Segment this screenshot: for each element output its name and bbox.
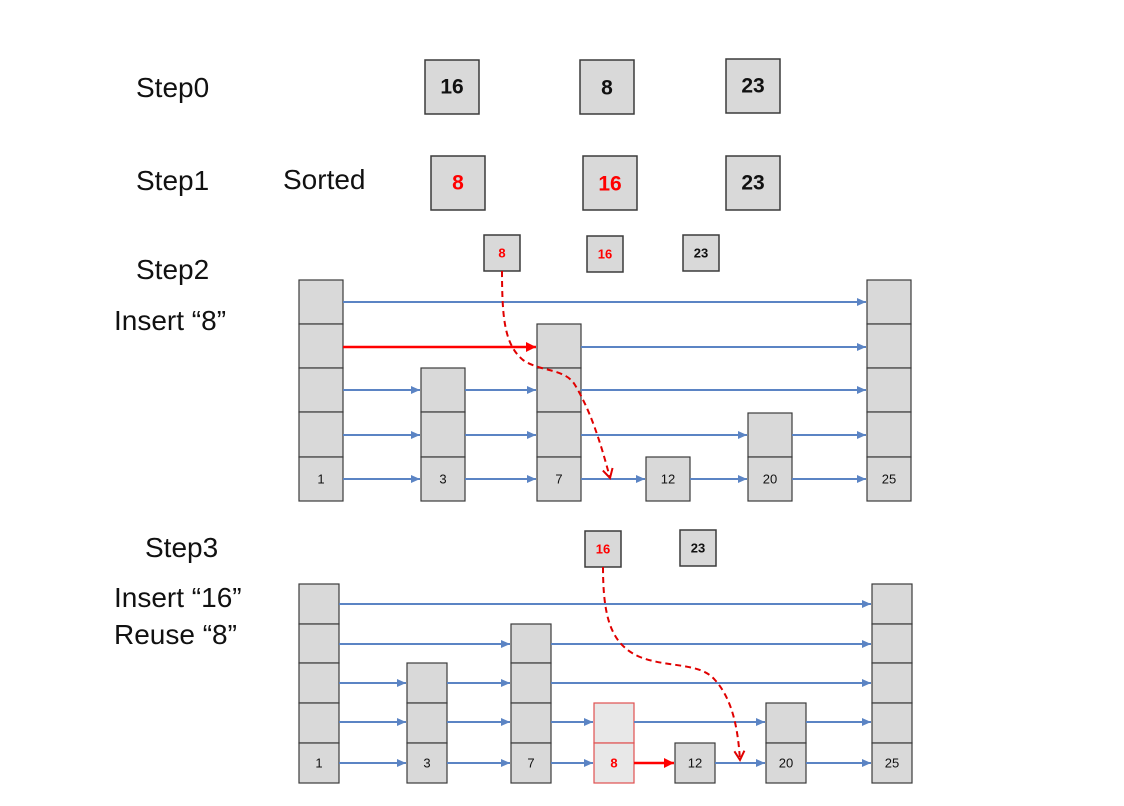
insert-path-arrow: [602, 566, 740, 760]
skiplist-node: [298, 742, 340, 784]
skiplist-cell: [510, 623, 552, 664]
step0-box: [725, 58, 781, 114]
pending-value: 8: [498, 246, 505, 261]
skiplist-cell: [298, 279, 344, 325]
skiplist-node-label: 3: [439, 472, 446, 487]
skiplist-node-label: 25: [885, 756, 899, 771]
skiplist-node-label: 1: [317, 472, 324, 487]
skiplist-cell: [871, 702, 913, 744]
skiplist-node: [536, 456, 582, 502]
pending-box: [584, 530, 622, 568]
skiplist-node-label: 20: [763, 472, 777, 487]
reuse-8-label: Reuse “8”: [114, 619, 237, 650]
step0-label: Step0: [136, 72, 209, 103]
step1-box: [430, 155, 486, 211]
pending-value: 23: [691, 541, 705, 556]
step1-box: [725, 155, 781, 211]
step3-label: Step3: [145, 532, 218, 563]
skiplist-step2: 1 3 7 12 20 25: [298, 270, 912, 502]
insert-8-label: Insert “8”: [114, 305, 226, 336]
skiplist-cell: [420, 411, 466, 458]
step1-values: 8 16 23: [430, 155, 781, 211]
skiplist-node: [674, 742, 716, 784]
step0-box: [579, 59, 635, 115]
skiplist-node-label: 7: [527, 756, 534, 771]
skiplist-cell: [510, 702, 552, 744]
skiplist-cell: [866, 411, 912, 458]
skiplist-node: [747, 456, 793, 502]
skiplist-cell: [298, 583, 340, 625]
step1-label: Step1: [136, 165, 209, 196]
step1-value: 23: [741, 172, 764, 195]
step0-value: 8: [601, 77, 613, 100]
step1-box: [582, 155, 638, 211]
skiplist-cell: [298, 702, 340, 744]
skiplist-cell: [406, 702, 448, 744]
skiplist-cell: [871, 583, 913, 625]
step0-box: [424, 59, 480, 115]
pending-value: 16: [598, 247, 612, 262]
step0-value: 23: [741, 75, 764, 98]
skiplist-node-label: 7: [555, 472, 562, 487]
skiplist-cell: [866, 323, 912, 369]
skiplist-node: [765, 742, 807, 784]
skiplist-cell: [536, 323, 582, 369]
skiplist-node-label: 25: [882, 472, 896, 487]
insert-path-arrow: [501, 270, 610, 478]
skiplist-cell: [536, 367, 582, 413]
skiplist-cell: [871, 623, 913, 664]
skiplist-cell: [510, 662, 552, 704]
pending-value: 16: [596, 542, 610, 557]
step0-values: 16 8 23: [424, 58, 781, 115]
sorted-label: Sorted: [283, 164, 366, 195]
pending-box: [679, 529, 717, 567]
skiplist-node: [866, 456, 912, 502]
pending-box: [682, 234, 720, 272]
skiplist-cell: [298, 367, 344, 413]
skiplist-cell: [765, 702, 807, 744]
new-node-label: 8: [610, 756, 617, 771]
skiplist-node-label: 20: [779, 756, 793, 771]
step2-pending: 8 16 23: [483, 234, 720, 273]
skiplist-cell: [298, 662, 340, 704]
pending-box: [586, 235, 624, 273]
step2-label: Step2: [136, 254, 209, 285]
skiplist-cell: [871, 662, 913, 704]
skiplist-cell: [866, 279, 912, 325]
skiplist-cell: [747, 412, 793, 458]
skiplist-step3: 1 3 7 8 12 20 25: [298, 566, 913, 784]
step1-value: 16: [598, 173, 621, 196]
pending-value: 23: [694, 246, 708, 261]
skiplist-node-label: 3: [423, 756, 430, 771]
skiplist-node-label: 12: [661, 472, 675, 487]
step1-value: 8: [452, 172, 464, 195]
skiplist-cell: [298, 411, 344, 458]
skiplist-cell: [866, 367, 912, 413]
skiplist-node: [645, 456, 691, 502]
skiplist-cell: [298, 623, 340, 664]
new-node: [593, 742, 635, 784]
skiplist-node-label: 1: [315, 756, 322, 771]
step0-value: 16: [440, 76, 463, 99]
step3-pending: 16 23: [584, 529, 717, 568]
skiplist-cell: [406, 662, 448, 704]
skiplist-cell: [298, 323, 344, 369]
skiplist-node: [510, 742, 552, 784]
skiplist-node: [871, 742, 913, 784]
skiplist-node: [298, 456, 344, 502]
new-node-cell: [593, 702, 635, 744]
skiplist-cell: [420, 367, 466, 413]
skiplist-node: [406, 742, 448, 784]
insert-16-label: Insert “16”: [114, 582, 242, 613]
skiplist-node-label: 12: [688, 756, 702, 771]
skiplist-cell: [536, 411, 582, 458]
